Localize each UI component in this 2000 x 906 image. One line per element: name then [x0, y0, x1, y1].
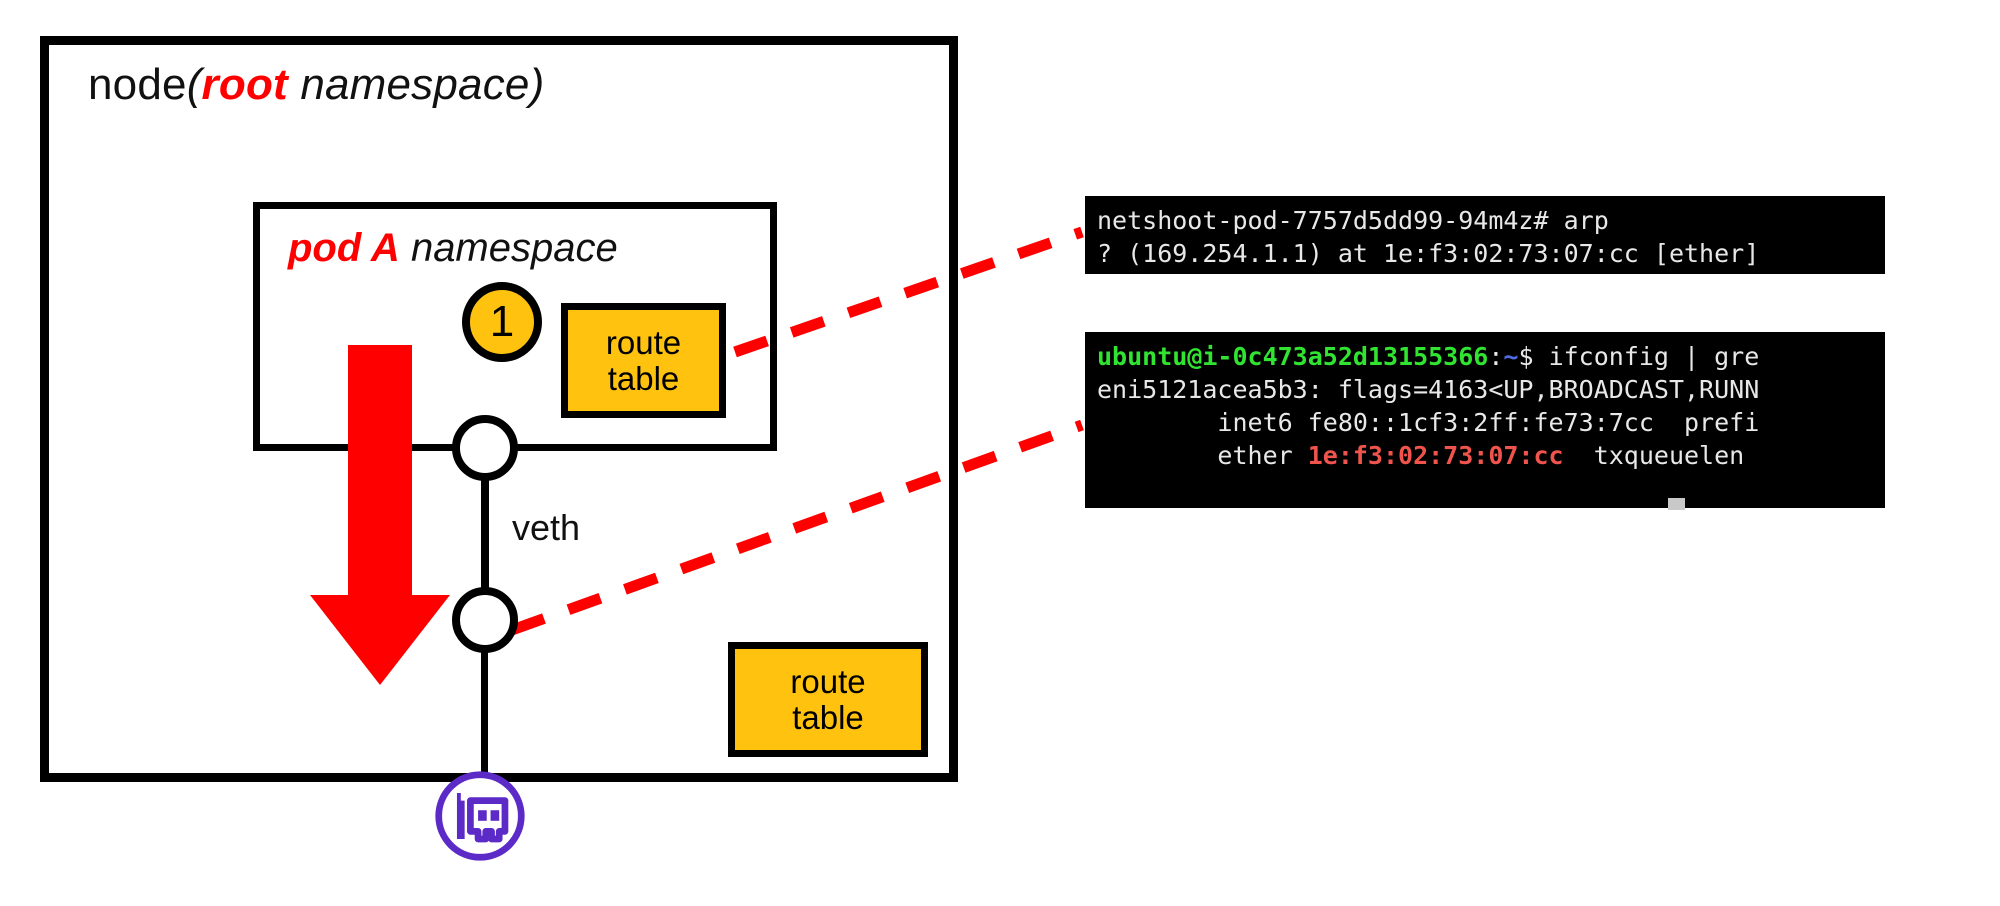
- terminal-text: ubuntu@i-0c473a52d13155366: [1097, 342, 1489, 371]
- terminal-text: ether: [1097, 441, 1308, 470]
- step-badge-1: 1: [462, 282, 542, 362]
- traffic-direction-arrow: [310, 345, 450, 685]
- terminal-line: netshoot-pod-7757d5dd99-94m4z# arp: [1097, 204, 1875, 237]
- terminal-text: txqueuelen: [1563, 441, 1745, 470]
- node-title-paren-open: (: [186, 60, 202, 109]
- pod-arp-terminal[interactable]: netshoot-pod-7757d5dd99-94m4z# arp ? (169…: [1085, 196, 1885, 274]
- pod-route-table-line1: route: [605, 323, 682, 361]
- pod-a-label: pod A namespace: [288, 226, 618, 271]
- node-title: node(root namespace): [88, 60, 544, 110]
- veth-endpoint-host-side: [452, 587, 518, 653]
- terminal-text: eni5121acea5b3: flags=4163<UP,BROADCAST,…: [1097, 375, 1760, 404]
- terminal-text: :: [1488, 342, 1504, 371]
- terminal-text: netshoot-pod-7757d5dd99-94m4z# arp: [1097, 206, 1609, 235]
- terminal-text: inet6 fe80::1cf3:2ff:fe73:7cc prefi: [1097, 408, 1760, 437]
- terminal-line: eni5121acea5b3: flags=4163<UP,BROADCAST,…: [1097, 373, 1875, 406]
- terminal-text: ? (169.254.1.1) at 1e:f3:02:73:07:cc [et…: [1097, 239, 1760, 268]
- terminal-cursor: [1668, 498, 1685, 510]
- pod-a-namespace-word: namespace: [399, 226, 618, 270]
- terminal-line: ubuntu@i-0c473a52d13155366:~$ ifconfig |…: [1097, 340, 1875, 373]
- veth-link-segment: [481, 470, 489, 595]
- pod-a-name: pod A: [288, 226, 400, 270]
- node-route-table-line1: route: [790, 662, 866, 700]
- node-title-root: root: [201, 60, 288, 109]
- pod-route-table-box[interactable]: route table: [561, 303, 726, 418]
- eni-link-segment: [481, 645, 488, 785]
- terminal-text: 1e:f3:02:73:07:cc: [1307, 441, 1564, 470]
- terminal-line: inet6 fe80::1cf3:2ff:fe73:7cc prefi: [1097, 406, 1875, 439]
- veth-endpoint-pod-side: [452, 415, 518, 481]
- host-ifconfig-terminal[interactable]: ubuntu@i-0c473a52d13155366:~$ ifconfig |…: [1085, 332, 1885, 508]
- eni-network-interface-icon: [435, 771, 525, 861]
- veth-label: veth: [512, 507, 581, 548]
- terminal-text: $ ifconfig | gre: [1518, 342, 1760, 371]
- node-route-table-box[interactable]: route table: [728, 642, 928, 757]
- terminal-line: ? (169.254.1.1) at 1e:f3:02:73:07:cc [et…: [1097, 237, 1875, 270]
- terminal-text: ~: [1503, 342, 1519, 371]
- pod-route-table-line2: table: [607, 359, 680, 397]
- node-route-table-line2: table: [792, 698, 864, 736]
- node-title-namespace: namespace): [287, 60, 545, 109]
- node-title-plain: node: [88, 60, 187, 109]
- terminal-line: ether 1e:f3:02:73:07:cc txqueuelen: [1097, 439, 1875, 472]
